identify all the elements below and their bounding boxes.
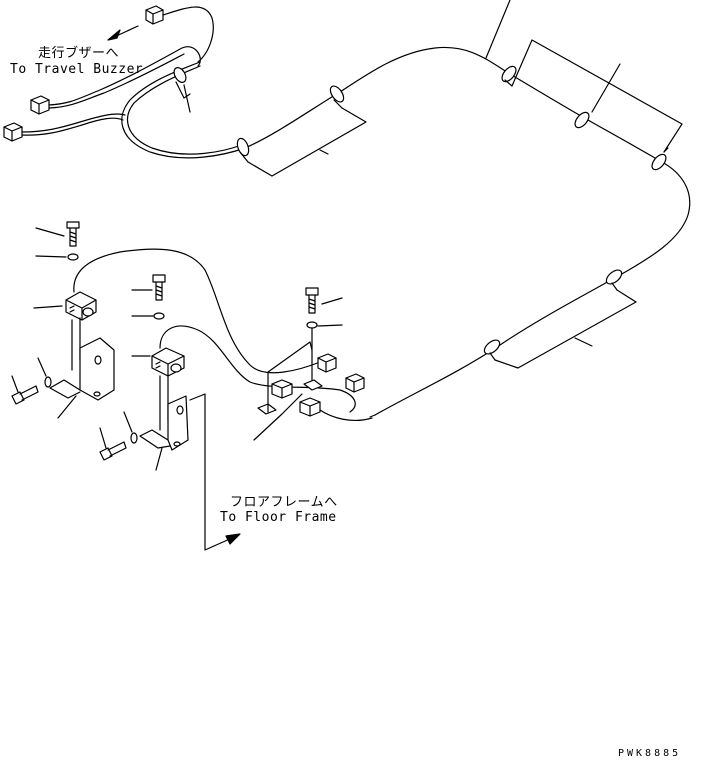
leader-washer-1 [35,255,67,258]
arrow-to-travel-buzzer [107,25,139,41]
connector-left-upper [30,95,50,115]
washer-3 [153,312,165,320]
clamp-2 [236,137,250,163]
leader-bolt-1 [35,227,65,237]
clamp-6 [651,147,669,171]
clamp-4 [501,65,517,87]
leader-clamp-4-6 [511,39,683,153]
relay-2-wire [159,325,356,413]
relay-1-wire [73,248,321,374]
harness-branch-lower [21,113,126,133]
relay-2-stem [159,373,169,431]
bolt-5 [305,287,319,314]
buzzer-connector-top [145,5,164,25]
drawing-number: PWK8885 [618,748,682,759]
leader-relay-1 [33,305,63,309]
connector-r4 [299,397,321,417]
buzzer-wire-top [162,6,214,63]
leader-bolt-4 [99,427,107,449]
leader-bracket-1 [57,395,77,419]
connector-left-lower [3,122,23,142]
washer-4 [130,432,138,444]
harness-branch-upper [48,46,201,106]
leader-washer-4 [123,411,133,433]
relay-1-stem [71,317,81,371]
floor-frame-bracket [189,393,215,551]
main-harness-loop [121,46,691,416]
label-floor-frame-jp: フロアフレームへ [230,495,338,510]
bolt-1 [66,221,80,247]
connector-r2 [271,379,293,399]
leader-clamp-2-3-tail [319,149,329,155]
bolt-4 [99,441,127,461]
leader-washer-2 [37,357,47,377]
connector-r1 [317,353,337,373]
leader-bolt-2 [11,375,19,393]
main-harness-loop-inner [126,65,245,155]
harness-branch-upper-2 [48,53,185,109]
relay-2 [151,347,185,377]
terminal-2 [257,403,277,415]
clamp-5 [574,111,590,129]
washer-1 [67,253,79,261]
clamp-3 [329,85,345,109]
connector-leader-box [267,341,313,413]
connector-r4-wire [319,409,373,422]
label-floor-frame-en: To Floor Frame [220,510,337,525]
label-travel-buzzer-jp: 走行ブザーへ [38,46,120,61]
leader-washer-5 [317,324,343,327]
terminal-1 [303,379,323,391]
bolt-3 [152,274,166,301]
leader-clamp-7-8-tail [574,337,593,347]
leader-bracket-2 [155,447,163,471]
leader-terminals [253,393,303,441]
leader-clamp-1 [183,84,191,113]
leader-clamp-2-3 [247,107,367,177]
leader-bolt-5 [321,297,343,305]
harness-end [369,414,376,418]
connector-r3 [345,373,365,393]
leader-clamp-5 [591,63,621,113]
clamp-1 [173,67,191,99]
clamp-7 [605,269,623,291]
washer-2 [44,376,52,388]
label-travel-buzzer-en: To Travel Buzzer [10,62,144,77]
leader-loop-top [485,0,511,59]
clamp-8 [483,339,501,361]
relay-1 [65,291,97,321]
bolt-2 [11,385,39,405]
bracket-1 [49,337,115,401]
arrow-to-floor-frame [213,533,241,547]
harness-branch-lower-2 [21,117,124,136]
washer-5 [306,321,318,329]
bracket-2 [139,395,189,451]
leader-clamp-7-8 [494,289,637,369]
